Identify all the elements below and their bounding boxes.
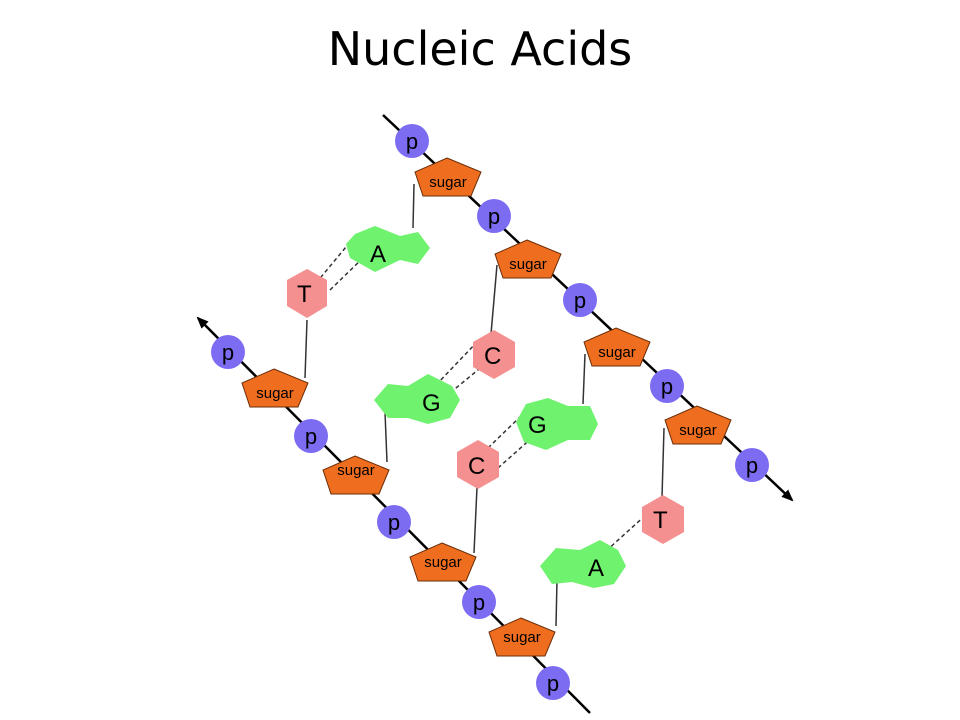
base-thymine-1: T (287, 269, 327, 318)
phosphate-circle (395, 124, 429, 158)
phosphate-label: p (305, 424, 317, 449)
base-letter: G (528, 412, 547, 439)
phosphate-circle (377, 505, 411, 539)
sugar-shape (488, 617, 556, 657)
sugar-label: sugar (337, 462, 375, 479)
phosphate-circle (294, 419, 328, 453)
phosphate-right-3: p (563, 283, 597, 317)
sugar-shape (322, 455, 390, 495)
phosphate-label: p (574, 288, 586, 313)
phosphate-label: p (547, 671, 559, 696)
phosphate-right-1: p (395, 124, 429, 158)
sugar-label: sugar (509, 256, 547, 273)
phosphate-left-2: p (294, 419, 328, 453)
phosphate-circle (211, 335, 245, 369)
phosphate-circle (650, 369, 684, 403)
phosphate-label: p (488, 204, 500, 229)
thymine-shape (287, 269, 327, 318)
sugar-right-1: sugar (414, 157, 482, 197)
sugar-label: sugar (429, 174, 467, 191)
sugar-right-4: sugar (664, 405, 732, 445)
base-guanine-1: G (374, 374, 460, 424)
adenine-shape (346, 226, 430, 272)
base-letter: A (370, 241, 386, 268)
sugar-shape (409, 542, 477, 582)
base-letter: T (297, 281, 312, 308)
guanine-shape (374, 374, 460, 424)
sugar-shape (241, 368, 309, 408)
base-letter: C (468, 453, 485, 480)
sugar-label: sugar (679, 422, 717, 439)
phosphate-left-3: p (377, 505, 411, 539)
phosphate-label: p (388, 510, 400, 535)
base-guanine-2: G (516, 398, 598, 450)
sugar-left-1: sugar (241, 368, 309, 408)
phosphate-circle (462, 585, 496, 619)
base-letter: G (422, 390, 441, 417)
sugar-left-4: sugar (488, 617, 556, 657)
cytosine-shape (457, 440, 499, 489)
phosphate-circle (477, 199, 511, 233)
adenine-shape (540, 540, 626, 588)
phosphate-label: p (746, 453, 758, 478)
sugar-label: sugar (256, 385, 294, 402)
base-thymine-2: T (642, 495, 684, 544)
phosphate-circle (563, 283, 597, 317)
thymine-shape (642, 495, 684, 544)
sugar-label: sugar (598, 344, 636, 361)
base-letter: T (653, 507, 668, 534)
phosphate-left-5: p (536, 666, 570, 700)
phosphate-label: p (222, 340, 234, 365)
sugar-right-2: sugar (494, 239, 562, 279)
sugar-left-3: sugar (409, 542, 477, 582)
sugar-left-2: sugar (322, 455, 390, 495)
base-cytosine-2: C (457, 440, 499, 489)
hydrogen-bonds (315, 234, 649, 552)
sugar-shape (494, 239, 562, 279)
phosphate-right-4: p (650, 369, 684, 403)
phosphate-label: p (473, 590, 485, 615)
base-letter: C (484, 343, 501, 370)
sugar-label: sugar (503, 629, 541, 646)
phosphate-label: p (406, 129, 418, 154)
phosphate-left-4: p (462, 585, 496, 619)
cytosine-shape (473, 330, 515, 379)
phosphate-left-1: p (211, 335, 245, 369)
slide-title: Nucleic Acids (327, 22, 633, 76)
base-adenine-1: A (346, 226, 430, 272)
phosphate-right-2: p (477, 199, 511, 233)
base-cytosine-1: C (473, 330, 515, 379)
base-letter: A (588, 555, 604, 582)
sugar-shape (414, 157, 482, 197)
sugar-base-links (304, 183, 665, 627)
phosphate-circle (536, 666, 570, 700)
base-adenine-2: A (540, 540, 626, 588)
sugar-label: sugar (424, 554, 462, 571)
guanine-shape (516, 398, 598, 450)
sugar-right-3: sugar (583, 327, 651, 367)
sugar-shape (664, 405, 732, 445)
sugar-shape (583, 327, 651, 367)
phosphate-right-5: p (735, 448, 769, 482)
phosphate-label: p (661, 374, 673, 399)
phosphate-circle (735, 448, 769, 482)
